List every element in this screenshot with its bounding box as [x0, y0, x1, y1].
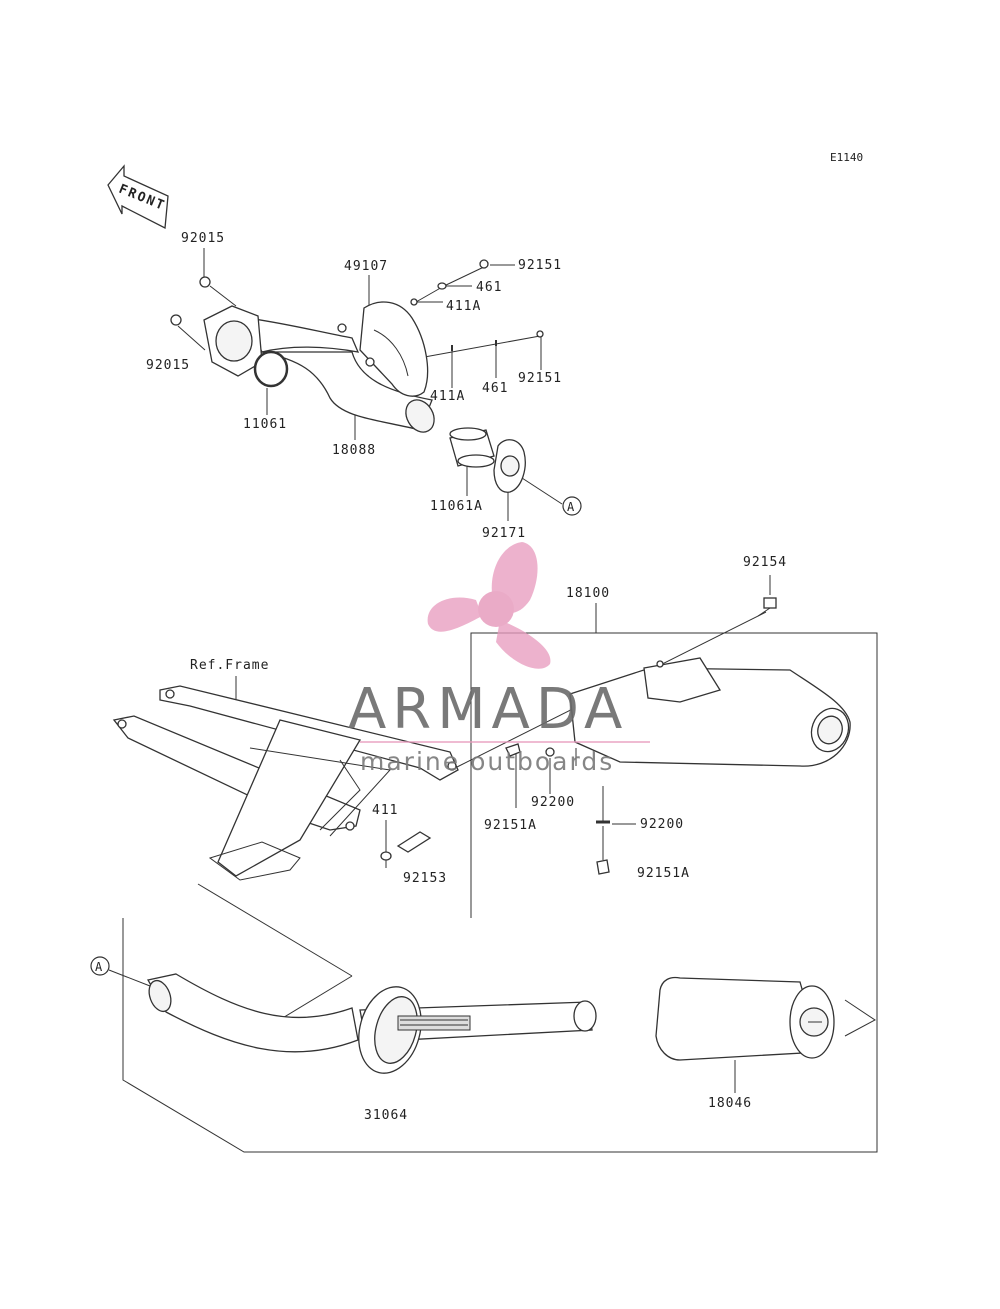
callout-a-top-label: A [567, 500, 575, 514]
clamp-92171 [493, 439, 526, 493]
label-92154: 92154 [743, 555, 787, 570]
callout-a-bottom-label: A [95, 960, 103, 974]
label-92015-left: 92015 [146, 358, 190, 373]
label-461-bottom: 461 [482, 381, 508, 396]
label-92151A-a: 92151A [484, 818, 537, 833]
label-11061A: 11061A [430, 499, 483, 514]
watermark-brand: ARMADA [348, 677, 628, 742]
propeller-logo-icon [427, 542, 551, 669]
reference-frame [112, 676, 459, 881]
label-92200-a: 92200 [531, 795, 575, 810]
label-11061: 11061 [243, 417, 287, 432]
gasket-11061 [253, 350, 289, 388]
bolt-92153 [380, 820, 432, 868]
label-92171: 92171 [482, 526, 526, 541]
fasteners-top [410, 259, 544, 351]
label-92015-top: 92015 [181, 231, 225, 246]
bolt-92154 [757, 597, 777, 617]
part-labels: 92015 92015 11061 49107 92151 461 411A 4… [146, 231, 787, 1123]
label-18100: 18100 [566, 586, 610, 601]
label-92151-top: 92151 [518, 258, 562, 273]
watermark: ARMADA marine outboards [348, 542, 650, 776]
label-49107: 49107 [344, 259, 388, 274]
watermark-tagline: marine outboards [360, 747, 614, 776]
label-92153: 92153 [403, 871, 447, 886]
label-31064: 31064 [364, 1108, 408, 1123]
label-18046: 18046 [708, 1096, 752, 1111]
label-461-top: 461 [476, 280, 502, 295]
label-411: 411 [372, 803, 398, 818]
leader-lines-top [177, 248, 563, 521]
front-arrow-icon: FRONT [107, 164, 169, 230]
sleeve-11061A [449, 427, 495, 468]
callout-a-top: A [562, 496, 582, 516]
label-ref-frame: Ref.Frame [190, 658, 269, 673]
label-411A-bottom: 411A [430, 389, 465, 404]
label-92200-b: 92200 [640, 817, 684, 832]
diagram-code: E1140 [830, 151, 863, 164]
label-18088: 18088 [332, 443, 376, 458]
label-92151-right: 92151 [518, 371, 562, 386]
heat-guard-49107 [337, 301, 429, 397]
callout-a-bottom: A [90, 956, 151, 987]
exhaust-header-pipe [170, 276, 435, 433]
mid-pipe-31064 [147, 883, 597, 1074]
label-92151A-b: 92151A [637, 866, 690, 881]
fasteners-muffler [505, 743, 636, 875]
label-411A-top: 411A [446, 299, 481, 314]
silencer-insert-18046 [655, 976, 876, 1093]
